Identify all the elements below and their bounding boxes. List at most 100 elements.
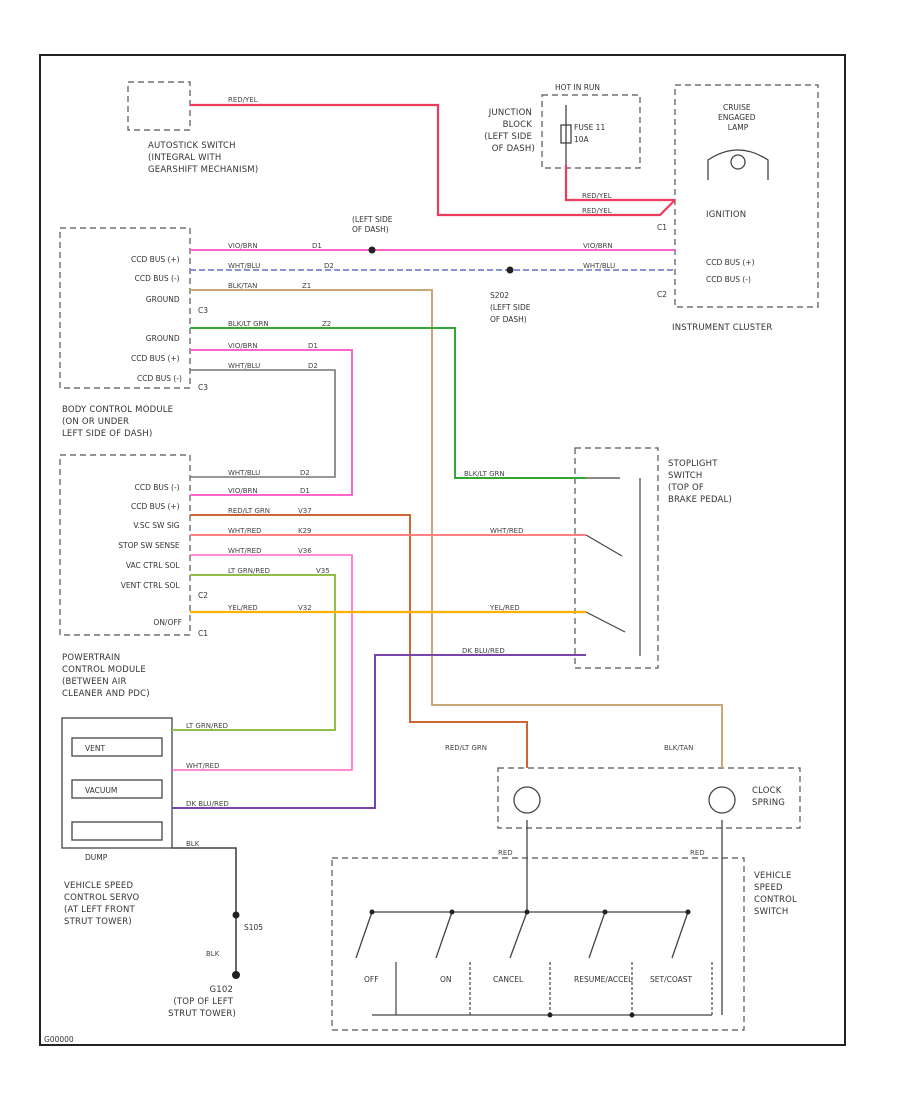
switch-node-2 bbox=[449, 909, 455, 915]
wire-label-blk-tan: BLK/TAN bbox=[228, 282, 257, 290]
switch-node-6 bbox=[547, 1012, 553, 1018]
circuit-d2-2: D2 bbox=[308, 362, 318, 370]
clockspring-box bbox=[497, 767, 801, 829]
powertrain-control-module-box bbox=[59, 454, 191, 636]
pcm-label: POWERTRAIN CONTROL MODULE (BETWEEN AIR C… bbox=[62, 653, 150, 699]
servo-vacuum-label: VACUUM bbox=[85, 786, 117, 795]
circuit-k29: K29 bbox=[298, 527, 312, 535]
splice-dot-top bbox=[368, 246, 376, 254]
switch-node-4 bbox=[602, 909, 608, 915]
wire-label-vio-brn-3: VIO/BRN bbox=[228, 342, 258, 350]
s105-label: S105 bbox=[244, 923, 263, 932]
hot-in-run-label: HOT IN RUN bbox=[555, 83, 600, 92]
wire-label-wht-blu: WHT/BLU bbox=[228, 262, 260, 270]
wire-label-blk-lt-grn-2: BLK/LT GRN bbox=[464, 470, 505, 478]
autostick-switch-box bbox=[127, 81, 191, 131]
wire-label-wht-red-2: WHT/RED bbox=[228, 547, 262, 555]
wire-label-wht-red-3: WHT/RED bbox=[490, 527, 524, 535]
splice-dot-s202 bbox=[506, 266, 514, 274]
speed-control-switch-label: VEHICLE SPEED CONTROL SWITCH bbox=[754, 871, 800, 917]
junction-block-label: JUNCTION BLOCK (LEFT SIDE OF DASH) bbox=[484, 108, 535, 154]
clockspring-coil-2 bbox=[708, 786, 736, 814]
switch-node-7 bbox=[629, 1012, 635, 1018]
switch-node-3 bbox=[524, 909, 530, 915]
cluster-ccd-minus-label: CCD BUS (-) bbox=[706, 275, 751, 284]
circuit-z2: Z2 bbox=[322, 320, 331, 328]
wire-label-yel-red: YEL/RED bbox=[227, 604, 258, 612]
wire-label-vio-brn-2: VIO/BRN bbox=[583, 242, 613, 250]
cluster-conn-c1: C1 bbox=[657, 223, 667, 232]
servo-vacuum-solenoid bbox=[71, 779, 163, 799]
cruise-lamp-symbol bbox=[707, 149, 769, 180]
circuit-d1-2: D1 bbox=[308, 342, 318, 350]
wire-label-red-2: RED bbox=[690, 849, 705, 857]
bcm-pin-labels: CCD BUS (+) CCD BUS (-) GROUND GROUND CC… bbox=[131, 255, 182, 383]
switch-cancel-label: CANCEL bbox=[493, 975, 524, 984]
junction-block-box bbox=[541, 94, 641, 169]
wire-label-blk-2: BLK bbox=[206, 950, 220, 958]
wire-label-wht-blu-4: WHT/BLU bbox=[228, 469, 260, 477]
cluster-ccd-plus-label: CCD BUS (+) bbox=[706, 258, 755, 267]
wire-label-lt-grn-red-2: LT GRN/RED bbox=[186, 722, 228, 730]
instrument-cluster-box bbox=[674, 84, 819, 308]
bcm-label: BODY CONTROL MODULE (ON OR UNDER LEFT SI… bbox=[62, 405, 176, 439]
fuse-label: FUSE 11 bbox=[574, 123, 605, 132]
wire-label-red: RED bbox=[498, 849, 513, 857]
pcm-conn-c1: C1 bbox=[198, 629, 208, 638]
stoplight-switch-box bbox=[574, 447, 659, 669]
splice-dot-s105 bbox=[232, 911, 240, 919]
circuit-d1: D1 bbox=[312, 242, 322, 250]
wire-vio-brn-bcm bbox=[190, 349, 353, 496]
servo-vent-label: VENT bbox=[85, 744, 105, 753]
switch-off-contact bbox=[355, 911, 373, 959]
instrument-cluster-label: INSTRUMENT CLUSTER bbox=[672, 323, 772, 333]
switch-resume-contact bbox=[588, 911, 606, 959]
fuse-icon bbox=[560, 124, 572, 144]
switch-cancel-contact bbox=[509, 911, 528, 959]
switch-resume-label: RESUME/ACCEL bbox=[574, 975, 633, 984]
body-control-module-box bbox=[59, 227, 191, 389]
splice-s202-label: S202 (LEFT SIDE OF DASH) bbox=[490, 291, 533, 324]
circuit-z1: Z1 bbox=[302, 282, 311, 290]
fuse-amps-label: 10A bbox=[574, 135, 590, 144]
cluster-ignition-label: IGNITION bbox=[706, 210, 746, 220]
bcm-conn-c3: C3 bbox=[198, 306, 208, 315]
wire-blk-tan bbox=[190, 289, 723, 768]
circuit-v35: V35 bbox=[316, 567, 330, 575]
wire-label-wht-red: WHT/RED bbox=[228, 527, 262, 535]
ground-dot-g102 bbox=[232, 971, 240, 979]
wire-label-vio-brn: VIO/BRN bbox=[228, 242, 258, 250]
wire-label-dk-blu-red: DK BLU/RED bbox=[462, 647, 505, 655]
splice-top-label: (LEFT SIDE OF DASH) bbox=[352, 215, 395, 234]
autostick-label: AUTOSTICK SWITCH (INTEGRAL WITH GEARSHIF… bbox=[148, 141, 258, 175]
cruise-lamp-bulb bbox=[730, 154, 746, 170]
cruise-lamp-label: CRUISE ENGAGED LAMP bbox=[718, 103, 758, 132]
switch-on-label: ON bbox=[440, 975, 452, 984]
wire-label-wht-red-4: WHT/RED bbox=[186, 762, 220, 770]
circuit-d2: D2 bbox=[324, 262, 334, 270]
wire-label-wht-blu-2: WHT/BLU bbox=[583, 262, 615, 270]
wire-label-blk-lt-grn: BLK/LT GRN bbox=[228, 320, 269, 328]
servo-vent-solenoid bbox=[71, 737, 163, 757]
servo-label: VEHICLE SPEED CONTROL SERVO (AT LEFT FRO… bbox=[64, 881, 142, 927]
wire-label-vio-brn-4: VIO/BRN bbox=[228, 487, 258, 495]
switch-node-1 bbox=[369, 909, 375, 915]
cluster-conn-c2: C2 bbox=[657, 290, 667, 299]
wire-label-blk-tan-2: BLK/TAN bbox=[664, 744, 693, 752]
wire-red-yel bbox=[190, 103, 676, 217]
ground-label: G102 (TOP OF LEFT STRUT TOWER) bbox=[168, 985, 236, 1019]
wire-label-yel-red-2: YEL/RED bbox=[489, 604, 520, 612]
circuit-d1-3: D1 bbox=[300, 487, 310, 495]
circuit-v32: V32 bbox=[298, 604, 312, 612]
diagram-frame bbox=[39, 54, 846, 1046]
servo-dump-label: DUMP bbox=[85, 853, 108, 862]
bcm-conn-c3b: C3 bbox=[198, 383, 208, 392]
switch-set-label: SET/COAST bbox=[650, 975, 693, 984]
stoplight-label: STOPLIGHT SWITCH (TOP OF BRAKE PEDAL) bbox=[668, 459, 732, 505]
wire-label-dk-blu-red-2: DK BLU/RED bbox=[186, 800, 229, 808]
clockspring-label: CLOCK SPRING bbox=[752, 786, 785, 808]
wire-wht-blu-bcm bbox=[190, 369, 336, 478]
wire-label-red-yel: RED/YEL bbox=[228, 96, 258, 104]
circuit-v37: V37 bbox=[298, 507, 312, 515]
circuit-v36: V36 bbox=[298, 547, 312, 555]
